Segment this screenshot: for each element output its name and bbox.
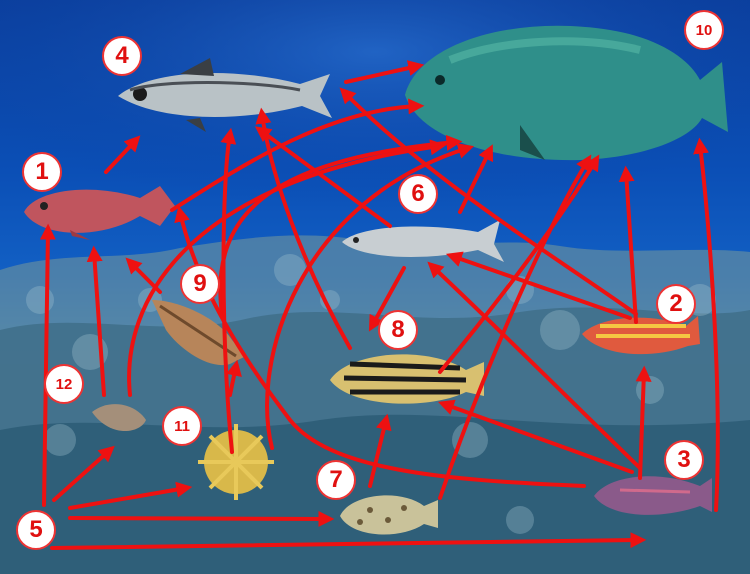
rabbitfish-illustration xyxy=(340,495,438,535)
node-badge-1[interactable]: 1 xyxy=(22,152,62,192)
napoleon-wrasse-illustration xyxy=(405,25,728,161)
node-badge-3[interactable]: 3 xyxy=(664,440,704,480)
mackerel-illustration xyxy=(342,220,504,262)
snapper-illustration xyxy=(582,316,700,355)
parrotfish-illustration xyxy=(594,476,712,515)
node-badge-2[interactable]: 2 xyxy=(656,284,696,324)
node-badge-11[interactable]: 11 xyxy=(162,406,202,446)
feeding-arrows xyxy=(39,60,720,550)
node-badge-9[interactable]: 9 xyxy=(180,264,220,304)
crown-of-thorns-starfish-illustration xyxy=(198,424,274,500)
jack-fish-illustration xyxy=(118,58,332,132)
node-badge-12[interactable]: 12 xyxy=(44,364,84,404)
grouper-illustration xyxy=(24,186,175,240)
node-badge-8[interactable]: 8 xyxy=(378,310,418,350)
reef-foreground xyxy=(0,414,750,574)
node-badge-7[interactable]: 7 xyxy=(316,460,356,500)
node-badge-4[interactable]: 4 xyxy=(102,36,142,76)
coral-snail-illustration xyxy=(92,404,146,432)
node-badge-6[interactable]: 6 xyxy=(398,174,438,214)
node-badge-10[interactable]: 10 xyxy=(684,10,724,50)
node-badge-5[interactable]: 5 xyxy=(16,510,56,550)
